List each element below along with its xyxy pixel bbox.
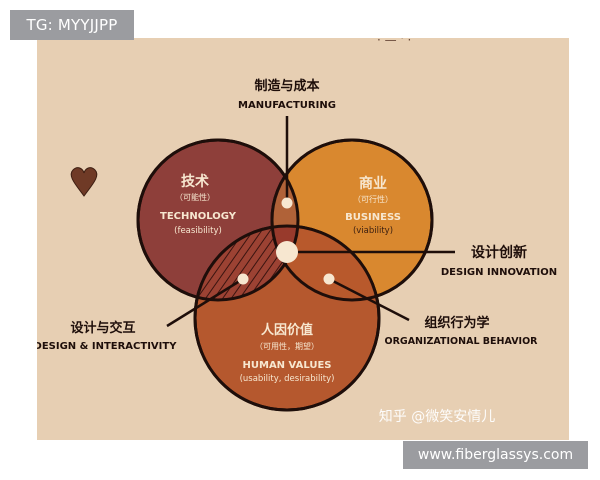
business-human-overlap <box>272 226 379 300</box>
design-interactivity-label-en: DESIGN & INTERACTIVITY <box>37 341 177 352</box>
top-scribble: · — ' · <box>377 38 411 47</box>
venn-diagram: · — ' · <box>37 38 557 425</box>
organizational-behavior-label-en: ORGANIZATIONAL BEHAVIOR <box>385 336 539 347</box>
right-connector-line <box>328 277 410 322</box>
left-connector-line <box>166 277 244 328</box>
business-title-en: BUSINESS <box>345 212 401 223</box>
heart-icon <box>70 167 98 197</box>
human-values-title-en: HUMAN VALUES <box>243 360 332 371</box>
human-values-sub-en: (usability, desirability) <box>240 374 335 384</box>
manufacturing-label-cn: 制造与成本 <box>254 78 319 94</box>
design-innovation-label-en: DESIGN INNOVATION <box>441 267 557 278</box>
tech-human-overlap <box>195 226 298 300</box>
zhihu-watermark: 知乎 @微笑安情儿 <box>379 408 495 425</box>
business-sub-en: (viability) <box>353 226 393 236</box>
left-overlap-dot <box>237 273 249 285</box>
technology-sub-cn: （可能性） <box>175 192 215 202</box>
technology-sub-en: (feasibility) <box>174 226 222 236</box>
technology-title-cn: 技术 <box>181 173 209 190</box>
human-values-sub-cn: （可用性，期望） <box>255 341 319 351</box>
organizational-behavior-label-cn: 组织行为学 <box>424 315 489 331</box>
technology-title-en: TECHNOLOGY <box>160 211 237 222</box>
diagram-photo: · — ' · <box>37 38 569 440</box>
business-title-cn: 商业 <box>359 175 387 192</box>
center-dot <box>276 241 298 263</box>
right-overlap-dot <box>323 273 335 285</box>
tag-badge: TG: MYYJJPP <box>10 10 134 40</box>
business-sub-cn: （可行性） <box>353 194 393 204</box>
manufacturing-label-en: MANUFACTURING <box>238 100 336 111</box>
design-innovation-label-cn: 设计创新 <box>471 244 527 261</box>
human-values-title-cn: 人因价值 <box>261 322 313 338</box>
site-url-badge[interactable]: www.fiberglassys.com <box>403 441 588 469</box>
design-interactivity-label-cn: 设计与交互 <box>70 320 135 336</box>
top-overlap-dot <box>281 197 293 209</box>
